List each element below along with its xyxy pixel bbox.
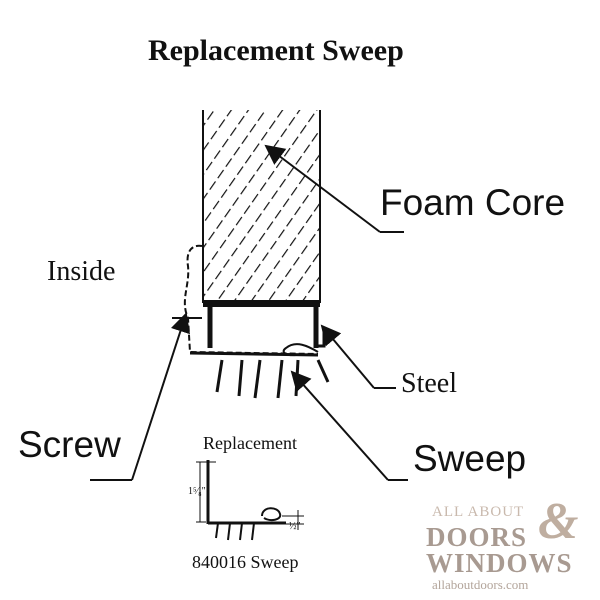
inset-title: Replacement	[203, 433, 297, 453]
inset-caption: 840016 Sweep	[192, 552, 299, 572]
watermark-logo: ALL ABOUT & DOORS WINDOWS allaboutdoors.…	[420, 493, 592, 594]
leader-steel	[320, 324, 396, 389]
watermark-url: allaboutdoors.com	[432, 577, 529, 592]
label-steel: Steel	[401, 368, 457, 399]
inset-height-dimension: 1⁵⁄₈"	[188, 486, 206, 497]
steel-channel	[203, 300, 326, 348]
label-sweep: Sweep	[413, 438, 527, 479]
leader-screw	[90, 312, 190, 481]
diagram-title: Replacement Sweep	[148, 34, 404, 67]
label-screw: Screw	[18, 424, 121, 465]
leader-foam-core	[264, 144, 404, 233]
inset-sweep-profile	[196, 460, 304, 541]
label-foam-core: Foam Core	[380, 182, 566, 223]
watermark-line-all-about: ALL ABOUT	[432, 504, 525, 520]
label-inside: Inside	[47, 256, 116, 287]
watermark-line-doors: DOORS	[426, 522, 528, 552]
foam-core-block	[202, 110, 321, 303]
watermark-line-windows: WINDOWS	[426, 548, 573, 578]
watermark-ampersand: &	[538, 493, 579, 550]
leader-sweep	[290, 370, 408, 481]
sweep-fins	[215, 359, 330, 399]
inset-width-dimension: ½"	[289, 521, 301, 532]
